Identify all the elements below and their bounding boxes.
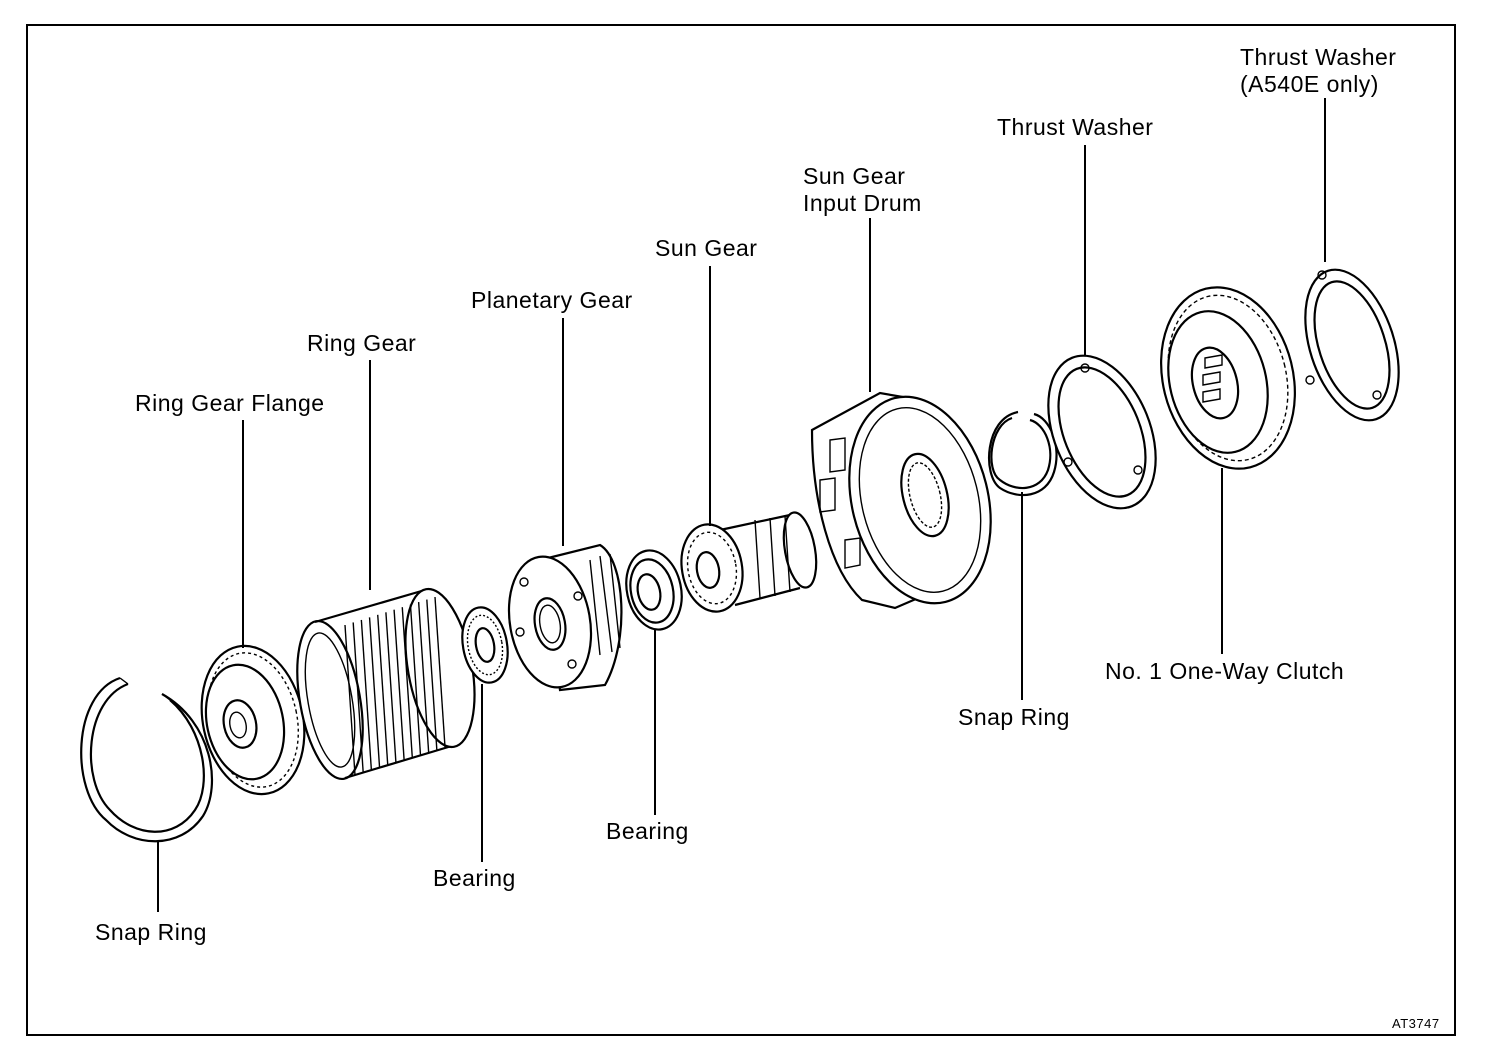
ring-gear-tooth: [368, 617, 381, 768]
label-snap-ring-left: Snap Ring: [95, 919, 207, 945]
planetary-gear-part: [507, 543, 623, 692]
label-ring-gear-flange: Ring Gear Flange: [135, 390, 325, 416]
ring-gear-tooth: [417, 602, 430, 753]
ring-gear-flange-part: [200, 644, 306, 796]
snap-ring-right-part: [988, 410, 1058, 497]
label-planetary-gear: Planetary Gear: [471, 287, 633, 313]
diagram-frame: [26, 24, 1456, 1036]
ring-gear-tooth: [352, 622, 364, 773]
ring-gear-tooth: [401, 607, 413, 758]
bearing-right-part: [625, 549, 683, 631]
leader-lines: [157, 98, 1326, 912]
ring-gear-part: [296, 587, 476, 781]
figure-code: AT3747: [1392, 1016, 1440, 1031]
label-thrust-washer: Thrust Washer: [997, 114, 1154, 140]
snap-ring-left-part: [80, 676, 214, 843]
label-sun-gear-input-drum-line2: Input Drum: [803, 190, 922, 216]
ring-gear-tooth: [426, 599, 438, 750]
label-bearing-left: Bearing: [433, 865, 516, 891]
thrust-washer-a540e-part: [1304, 268, 1400, 422]
label-thrust-washer-a540e-line2: (A540E only): [1240, 71, 1379, 97]
label-ring-gear: Ring Gear: [307, 330, 417, 356]
label-bearing-right: Bearing: [606, 818, 689, 844]
thrust-washer-part: [1047, 354, 1157, 510]
label-thrust-washer-a540e: Thrust Washer (A540E only): [1240, 44, 1396, 98]
sun-gear-part: [680, 511, 818, 613]
label-sun-gear-input-drum: Sun Gear Input Drum: [803, 163, 922, 217]
ring-gear-tooth: [393, 609, 405, 760]
sun-gear-input-drum-part: [810, 391, 992, 610]
one-way-clutch-part: [1160, 286, 1296, 470]
ring-gear-tooth: [409, 604, 422, 755]
label-sun-gear-input-drum-line1: Sun Gear: [803, 163, 906, 189]
label-no1-one-way-clutch: No. 1 One-Way Clutch: [1105, 658, 1345, 684]
label-sun-gear: Sun Gear: [655, 235, 758, 261]
label-snap-ring-right: Snap Ring: [958, 704, 1070, 730]
ring-gear-tooth: [344, 624, 356, 776]
label-thrust-washer-a540e-line1: Thrust Washer: [1240, 44, 1397, 70]
bearing-left-part: [461, 606, 509, 684]
ring-gear-tooth: [434, 596, 446, 748]
ring-gear-tooth: [385, 612, 397, 763]
ring-gear-tooth: [377, 614, 389, 765]
ring-gear-tooth: [360, 619, 373, 770]
